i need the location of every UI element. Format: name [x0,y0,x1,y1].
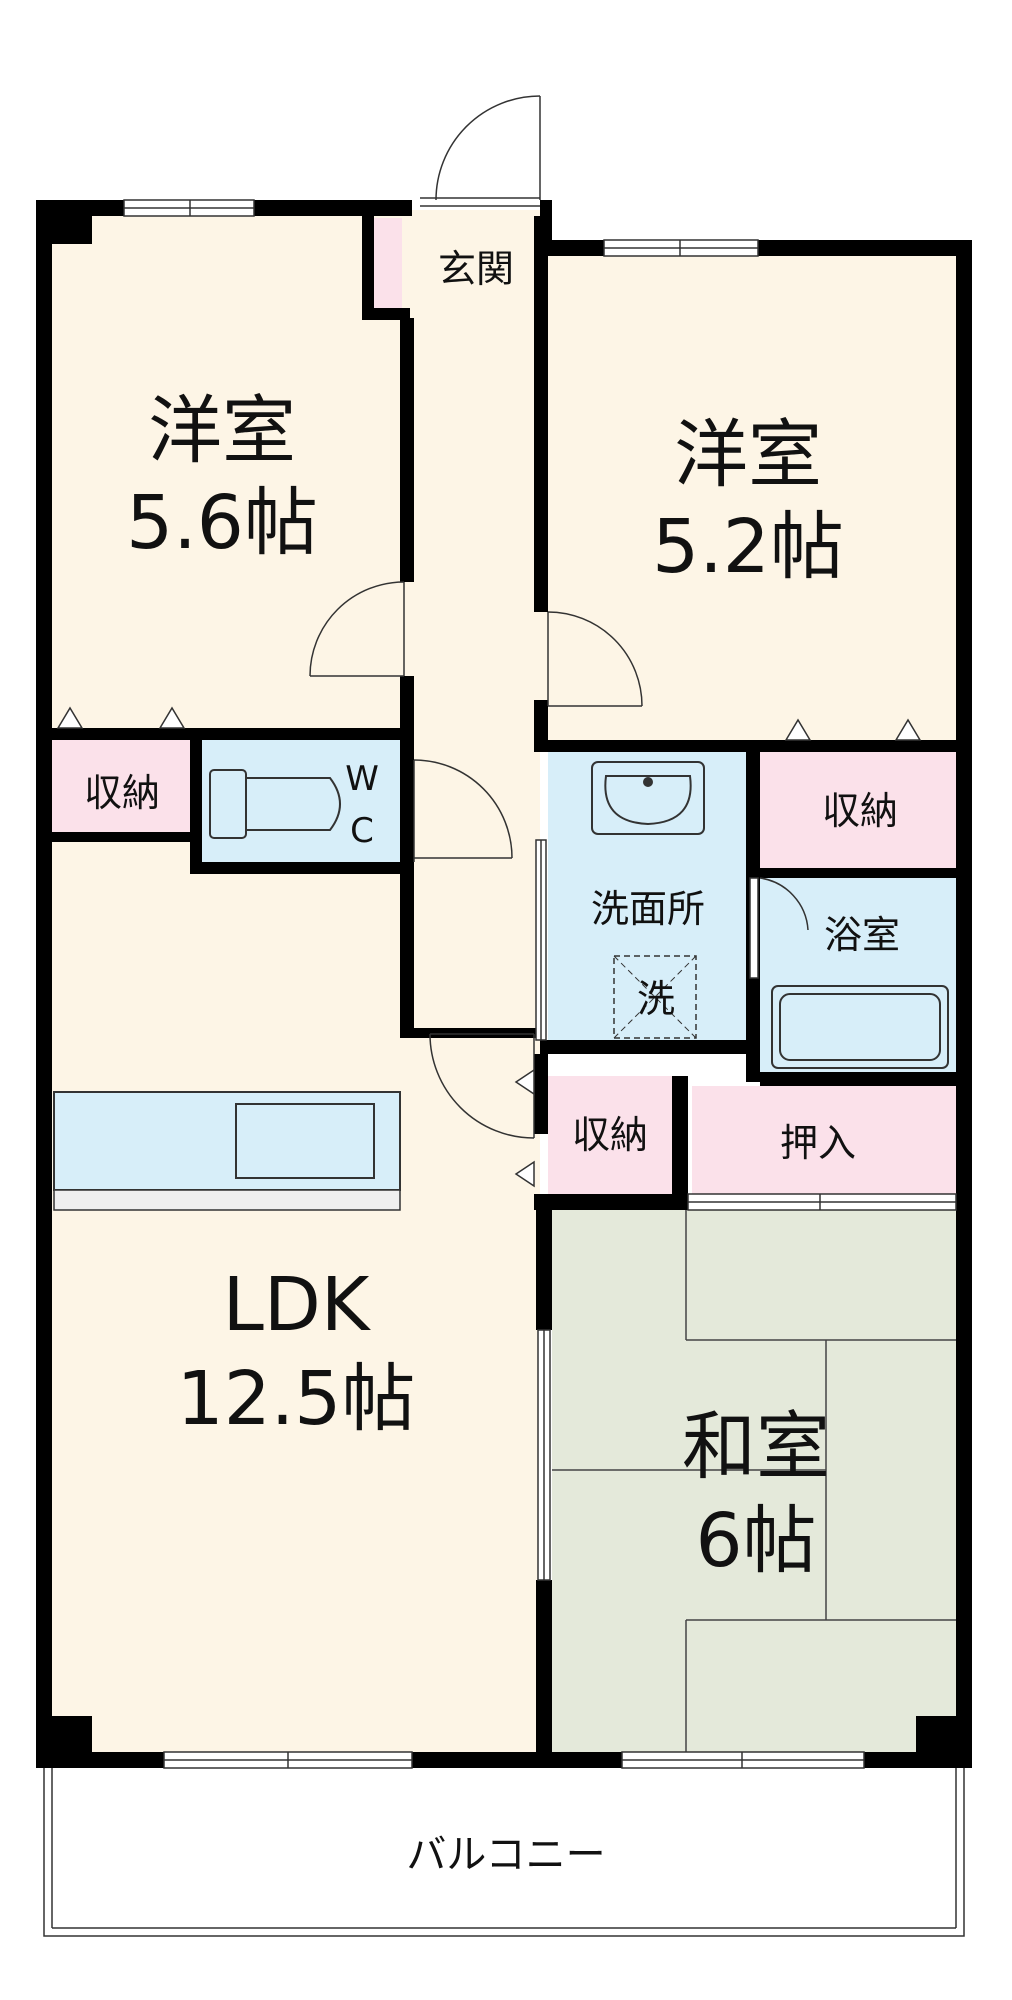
storage-right-label: 収納 [822,789,898,833]
western-room-2-name: 洋室 [674,412,822,498]
western-room-1-floor [52,214,404,734]
washroom-label: 洗面所 [591,887,705,931]
japanese-room-floor [552,1210,960,1760]
bathroom-label: 浴室 [824,913,900,957]
wc-label-top: W [345,759,379,799]
western-room-2-size: 5.2帖 [652,504,844,590]
closet-floor [692,1086,960,1194]
kitchen-counter [53,1091,401,1211]
door-swings [309,95,809,1139]
washer-space [613,955,697,1039]
bathtub [771,985,949,1069]
storage-left-floor [52,740,192,832]
balcony [43,1763,965,1937]
japanese-room-size: 6帖 [695,1498,816,1584]
wash-basin [591,761,705,835]
entrance-label: 玄関 [438,247,514,291]
entrance-storage [372,218,402,310]
balcony-label: バルコニー [406,1832,605,1878]
toilet-fixture [209,769,341,839]
tatami-lines [552,1210,960,1760]
storage-hall-floor [548,1076,672,1194]
ldk-floor [52,864,540,1760]
storage-hall-label: 収納 [572,1113,648,1157]
western-room-1-size: 5.6帖 [126,480,318,566]
storage-left-label: 収納 [84,771,160,815]
western-room-1-name: 洋室 [148,388,296,474]
ldk-size: 12.5帖 [177,1356,416,1442]
japanese-room-name: 和室 [682,1404,830,1490]
storage-right-floor [760,752,960,868]
western-room-2-floor [540,256,960,744]
washer-label: 洗 [637,977,675,1021]
windows [123,199,957,1769]
ldk-name: LDK [223,1262,372,1348]
closet-door-marks [56,706,922,1188]
closet-label: 押入 [780,1121,856,1165]
wc-label-bottom: C [350,811,374,851]
entrance-floor [410,210,540,320]
